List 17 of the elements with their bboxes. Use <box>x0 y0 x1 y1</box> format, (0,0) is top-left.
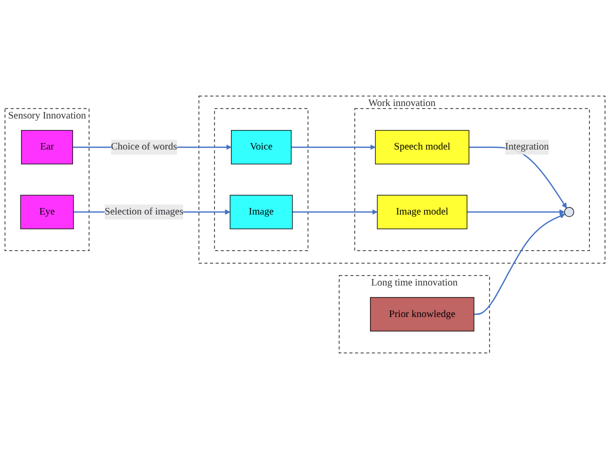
arrow <box>292 209 378 215</box>
node-box: Eye <box>20 194 74 230</box>
node-box: Ear <box>21 130 73 164</box>
node-box: Image model <box>376 194 468 230</box>
node-circle <box>564 207 574 218</box>
node-box: Speech model <box>375 130 470 164</box>
cluster <box>214 108 308 251</box>
node-box: Voice <box>230 130 292 164</box>
cluster <box>354 108 590 251</box>
arrow <box>467 209 565 215</box>
arrow <box>291 144 376 150</box>
node-box: Prior knowledge <box>370 297 474 332</box>
arrow <box>474 214 566 315</box>
edge-label: Selection of images <box>104 206 184 218</box>
edge-label: Choice of words <box>111 142 177 152</box>
node-box: Image <box>230 194 293 230</box>
edge-label: Integration <box>505 142 549 152</box>
